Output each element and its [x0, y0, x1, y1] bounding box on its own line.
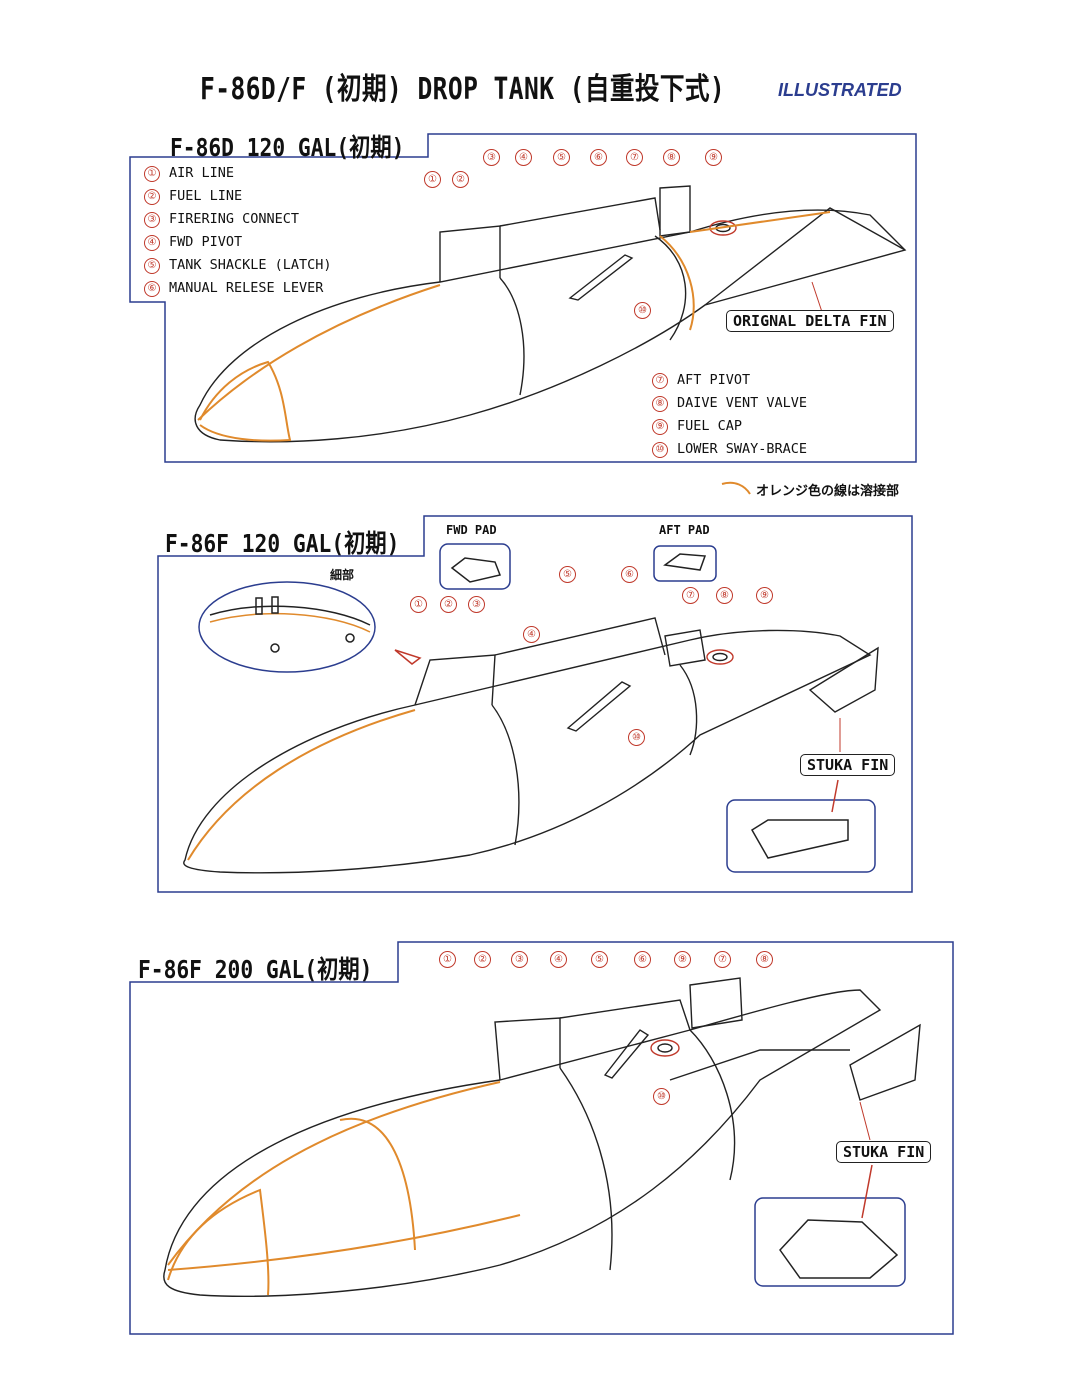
callout-2: ② — [452, 171, 469, 188]
callout-9: ⑨ — [674, 951, 691, 968]
callout-6: ⑥ — [621, 566, 638, 583]
tank-d120 — [194, 185, 907, 443]
callout-4: ④ — [515, 149, 532, 166]
callout-3: ③ — [483, 149, 500, 166]
tank-f200-welds — [167, 1081, 521, 1296]
callout-8: ⑧ — [663, 149, 680, 166]
callout-10: ⑩ — [653, 1088, 670, 1105]
callout-4: ④ — [523, 626, 540, 643]
tank-f120-welds — [187, 709, 416, 861]
callout-10: ⑩ — [628, 729, 645, 746]
callout-1: ① — [439, 951, 456, 968]
section-f200-title: F-86F 200 GAL(初期) — [138, 955, 373, 984]
section-f120-title: F-86F 120 GAL(初期) — [165, 529, 400, 558]
section-d120-title: F-86D 120 GAL(初期) — [170, 133, 405, 162]
callout-5: ⑤ — [591, 951, 608, 968]
callout-10: ⑩ — [634, 302, 651, 319]
stuka-fin-inset-1 — [726, 779, 876, 873]
page-title: F-86D/F (初期) DROP TANK (自重投下式) — [200, 72, 726, 107]
f120-detail-circle — [198, 581, 422, 673]
callout-1: ① — [410, 596, 427, 613]
callout-4: ④ — [550, 951, 567, 968]
weld-note: オレンジ色の線は溶接部 — [756, 484, 900, 499]
section-f200-frame — [129, 941, 954, 1335]
stuka-fin-label-2: STUKA FIN — [836, 1141, 932, 1163]
callout-8: ⑧ — [756, 951, 773, 968]
callout-6: ⑥ — [590, 149, 607, 166]
detail-label: 細部 — [330, 568, 355, 582]
tank-f120 — [183, 617, 879, 874]
callout-3: ③ — [511, 951, 528, 968]
callout-7: ⑦ — [682, 587, 699, 604]
stuka-fin-inset-2 — [754, 1164, 906, 1287]
callout-9: ⑨ — [705, 149, 722, 166]
tank-f200 — [163, 977, 921, 1297]
leader-lines — [811, 281, 871, 1141]
callout-9: ⑨ — [756, 587, 773, 604]
pad-boxes — [439, 543, 717, 590]
illustrated-tag: ILLUSTRATED — [778, 80, 902, 100]
callout-7: ⑦ — [626, 149, 643, 166]
callout-7: ⑦ — [714, 951, 731, 968]
callout-5: ⑤ — [559, 566, 576, 583]
weld-swatch — [721, 481, 751, 495]
fwd-pad-label: FWD PAD — [446, 523, 497, 537]
delta-fin-label: ORIGNAL DELTA FIN — [726, 310, 894, 332]
section-f120-frame — [157, 515, 913, 893]
stuka-fin-label-1: STUKA FIN — [800, 754, 896, 776]
callout-2: ② — [474, 951, 491, 968]
callout-8: ⑧ — [716, 587, 733, 604]
callout-1: ① — [424, 171, 441, 188]
aft-pad-label: AFT PAD — [659, 523, 710, 537]
callout-2: ② — [440, 596, 457, 613]
callout-3: ③ — [468, 596, 485, 613]
callout-6: ⑥ — [634, 951, 651, 968]
section-d120-frame — [129, 133, 917, 463]
tank-d120-welds — [197, 211, 831, 442]
callout-5: ⑤ — [553, 149, 570, 166]
